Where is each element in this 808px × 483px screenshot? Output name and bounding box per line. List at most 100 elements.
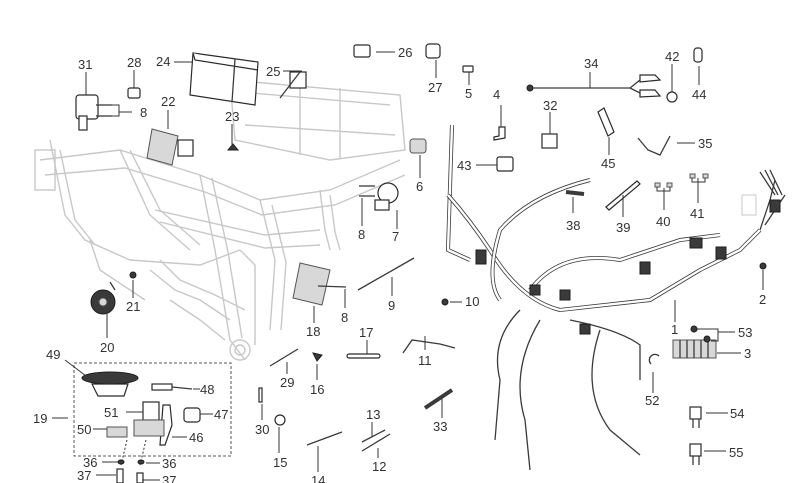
sensor-harness-34[interactable] <box>526 74 662 98</box>
callout-48: 48 <box>200 382 214 397</box>
callout-5: 5 <box>465 86 472 101</box>
connector-28[interactable] <box>127 87 141 99</box>
ecu[interactable] <box>146 128 194 166</box>
bolt-37a[interactable] <box>116 468 124 483</box>
sensor-15[interactable] <box>274 414 286 426</box>
callout-20: 20 <box>100 340 114 355</box>
callout-3: 3 <box>744 346 751 361</box>
washer-36b[interactable] <box>137 459 145 465</box>
seat-lock[interactable] <box>151 383 193 391</box>
bolt-37b[interactable] <box>136 472 144 483</box>
callout-31: 31 <box>78 57 92 72</box>
washer-36a[interactable] <box>117 459 125 465</box>
callout-36a: 36 <box>83 455 97 470</box>
connector-26[interactable] <box>353 44 371 58</box>
callout-53: 53 <box>738 325 752 340</box>
clips-40[interactable] <box>654 182 673 188</box>
callout-35: 35 <box>698 136 712 151</box>
starter-motor[interactable] <box>359 182 399 211</box>
callout-49: 49 <box>46 347 60 362</box>
battery[interactable] <box>189 52 259 106</box>
callout-10: 10 <box>465 294 479 309</box>
callout-39: 39 <box>616 220 630 235</box>
lock-47[interactable] <box>183 407 201 423</box>
rod-13[interactable] <box>361 429 386 443</box>
callout-37b: 37 <box>162 473 176 483</box>
callout-9: 9 <box>388 298 395 313</box>
callout-13: 13 <box>366 407 380 422</box>
bracket-4[interactable] <box>493 126 506 141</box>
connector-50[interactable] <box>106 426 128 438</box>
bolt-21[interactable] <box>129 271 137 279</box>
callout-27: 27 <box>428 80 442 95</box>
callout-8b: 8 <box>358 227 365 242</box>
grommet-faded <box>741 194 757 216</box>
grommet-42[interactable] <box>666 91 678 103</box>
regulator-rectifier[interactable] <box>292 262 347 306</box>
fuse-box[interactable] <box>672 339 717 359</box>
relay-32[interactable] <box>541 133 558 149</box>
band-38[interactable] <box>565 190 585 196</box>
callout-28: 28 <box>127 55 141 70</box>
callout-18: 18 <box>306 324 320 339</box>
clips-41[interactable] <box>689 173 709 179</box>
starter-relay[interactable] <box>279 71 307 99</box>
callout-6: 6 <box>416 179 423 194</box>
callout-40: 40 <box>656 214 670 229</box>
fuse-54[interactable] <box>689 406 702 428</box>
connector-27[interactable] <box>425 43 441 59</box>
sleeve-45[interactable] <box>597 107 615 137</box>
nut-53b[interactable] <box>703 335 711 343</box>
callout-24: 24 <box>156 54 170 69</box>
sensor-35[interactable] <box>637 135 671 156</box>
clip-52[interactable] <box>648 353 660 365</box>
clip-23[interactable] <box>226 143 240 151</box>
ignition-switch-51[interactable] <box>133 401 165 437</box>
callout-11: 11 <box>418 353 432 368</box>
fuse-holder-5[interactable] <box>462 65 474 73</box>
sensor-44[interactable] <box>693 47 703 63</box>
connector-43[interactable] <box>496 156 514 172</box>
bolt-14[interactable] <box>306 431 343 446</box>
callout-16: 16 <box>310 382 324 397</box>
nut-53a[interactable] <box>690 325 698 333</box>
ignition-coil[interactable] <box>75 94 112 131</box>
callout-19: 19 <box>33 411 47 426</box>
callout-32: 32 <box>543 98 557 113</box>
callout-51: 51 <box>104 405 118 420</box>
callout-25: 25 <box>266 64 280 79</box>
callout-8c: 8 <box>341 310 348 325</box>
pin-30[interactable] <box>258 387 263 403</box>
clip-16[interactable] <box>312 352 323 362</box>
cable-tie-33[interactable] <box>423 388 454 410</box>
callout-52: 52 <box>645 393 659 408</box>
cable-9[interactable] <box>357 257 415 291</box>
sensor-wire-11[interactable] <box>402 339 456 354</box>
switch-6[interactable] <box>409 138 427 154</box>
callout-labels: 31 28 8 24 22 23 25 26 27 5 4 34 32 42 4… <box>33 45 766 483</box>
callout-7: 7 <box>392 229 399 244</box>
callout-33: 33 <box>433 419 447 434</box>
rod-29[interactable] <box>269 348 299 367</box>
callout-55: 55 <box>729 445 743 460</box>
callout-26: 26 <box>398 45 412 60</box>
callout-44: 44 <box>692 87 706 102</box>
callout-1: 1 <box>671 322 678 337</box>
callout-14: 14 <box>311 473 325 483</box>
fuel-cap[interactable] <box>81 371 139 397</box>
callout-12: 12 <box>372 459 386 474</box>
rod-12[interactable] <box>361 433 391 452</box>
wiring-harness[interactable] <box>445 124 786 471</box>
rod-17[interactable] <box>346 353 381 359</box>
callout-46: 46 <box>189 430 203 445</box>
grommet-2[interactable] <box>759 262 767 270</box>
callout-38: 38 <box>566 218 580 233</box>
callout-45: 45 <box>601 156 615 171</box>
fuse-55[interactable] <box>689 443 702 465</box>
callout-36b: 36 <box>162 456 176 471</box>
leader-lines <box>52 51 764 481</box>
nut-10[interactable] <box>441 298 449 306</box>
horn[interactable] <box>90 281 116 315</box>
callout-34: 34 <box>584 56 598 71</box>
